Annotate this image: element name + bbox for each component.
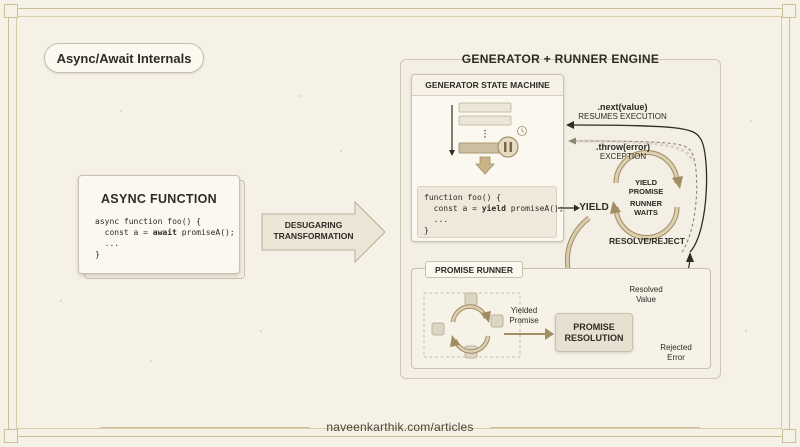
generator-code: function foo() { const a = yield promise… [424, 193, 564, 235]
yield-label: YIELD [579, 202, 609, 213]
async-function-title: ASYNC FUNCTION [100, 192, 217, 206]
frame-corner [782, 429, 796, 443]
frame-corner [782, 4, 796, 18]
title-badge: Async/Await Internals [44, 43, 204, 73]
rejected-label-2: Error [667, 353, 685, 362]
async-function-code: async function foo() { const a = await p… [95, 217, 235, 259]
resolved-label-1: Resolved [629, 285, 663, 294]
cycle-label-runner: RUNNER [629, 199, 663, 208]
promise-resolution-label-2: RESOLUTION [564, 332, 624, 343]
generator-code-block: function foo() { const a = yield promise… [417, 186, 564, 238]
promise-runner-title: PROMISE RUNNER [425, 261, 523, 278]
inner-frame [16, 16, 782, 429]
footer-rule-left [100, 427, 310, 428]
yielded-label-2: Promise [509, 316, 539, 325]
resolved-label-2: Value [636, 295, 656, 304]
cycle-label-promise: PROMISE [628, 187, 664, 196]
generator-state-machine-card: GENERATOR STATE MACHINE function foo() {… [411, 74, 564, 242]
promise-resolution-box: PROMISE RESOLUTION [555, 313, 633, 352]
next-desc-label: RESUMES EXECUTION [578, 112, 667, 121]
desugar-label-1: DESUGARING [284, 220, 343, 230]
resolve-reject-label: RESOLVE/REJECT [609, 236, 685, 246]
frame-corner [4, 429, 18, 443]
desugar-label-2: TRANSFORMATION [273, 231, 354, 241]
promise-resolution-label-1: PROMISE [573, 321, 615, 332]
footer-url[interactable]: naveenkarthik.com/articles [326, 420, 474, 434]
frame-corner [4, 4, 18, 18]
code-keyword: await [152, 228, 177, 237]
throw-desc-label: EXCEPTION [599, 152, 647, 161]
code-keyword: yield [481, 204, 506, 213]
cycle-label-waits: WAITS [634, 208, 658, 217]
rejected-label-1: Rejected [660, 343, 692, 352]
yielded-label-1: Yielded [510, 306, 538, 315]
state-machine-title: GENERATOR STATE MACHINE [412, 75, 563, 96]
throw-method-label: .throw(error) [596, 142, 650, 152]
async-function-card: ASYNC FUNCTION async function foo() { co… [78, 175, 240, 274]
engine-title: GENERATOR + RUNNER ENGINE [461, 52, 660, 66]
footer-rule-right [490, 427, 700, 428]
cycle-label-yield: YIELD [634, 178, 658, 187]
next-method-label: .next(value) [597, 102, 648, 112]
outer-frame [8, 8, 790, 437]
